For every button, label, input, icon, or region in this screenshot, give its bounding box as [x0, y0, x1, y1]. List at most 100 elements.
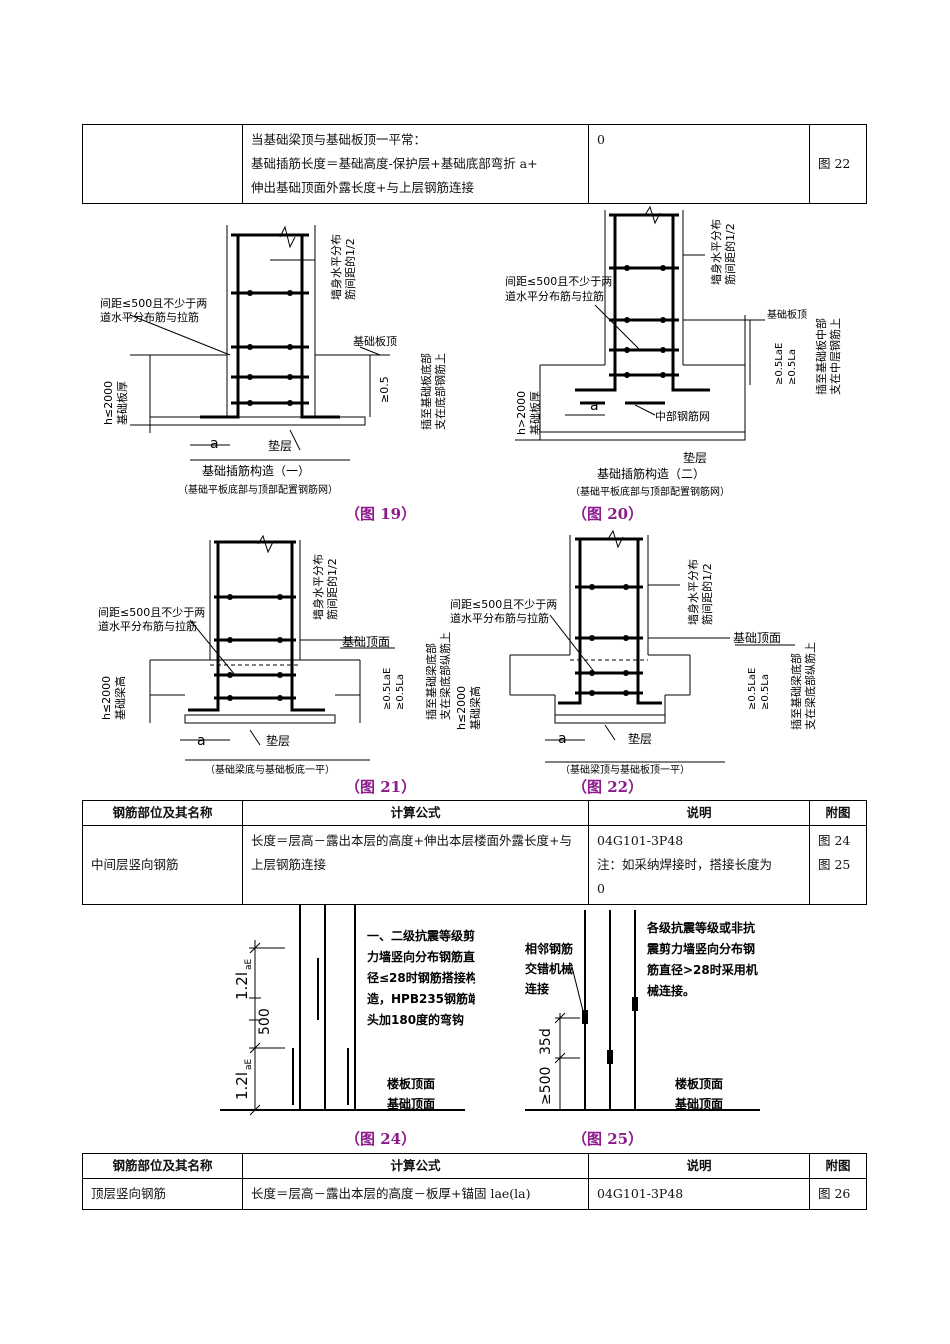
note-cell: 04G101-3P48 注：如采纳焊接时，搭接长度为 0: [588, 825, 810, 905]
table-header-row: 钢筋部位及其名称 计算公式 说明 附图: [82, 800, 867, 826]
dim-35d: 35d: [538, 1028, 554, 1055]
header-formula: 计算公式: [242, 1153, 589, 1179]
label-spacing-2: 道水平分布筋与拉筋: [100, 310, 199, 324]
label-anchor-2: 支在底部钢筋上: [433, 353, 447, 430]
rebar-name-cell: [82, 124, 243, 204]
fig19-title: 基础插筋构造（一）: [202, 463, 310, 478]
label-h-1: h≤2000: [100, 676, 113, 720]
note-line: 一、二级抗震等级剪: [367, 928, 475, 943]
label-anchor-1: 插至基础板底部: [419, 353, 433, 430]
label-pad: 垫层: [266, 733, 290, 748]
dim-top-sub: aE: [244, 958, 254, 970]
label-lae: ≥0.5LaE: [774, 343, 785, 385]
note-cell: 0: [588, 124, 810, 204]
label-wall-2: 筋间距的1/2: [700, 563, 714, 625]
label-spacing-1: 间距≤500且不少于两: [98, 606, 205, 619]
header-name: 钢筋部位及其名称: [82, 800, 243, 826]
caption-fig24: （图 24）: [345, 1130, 417, 1148]
label-anchor-2: 支在中层钢筋上: [828, 318, 842, 395]
label-anchor-1: 插至基础梁底部: [424, 643, 438, 720]
table-header-row: 钢筋部位及其名称 计算公式 说明 附图: [82, 1153, 867, 1179]
label-h-1: h≤2000: [102, 381, 115, 425]
label-wall-2: 筋间距的1/2: [343, 238, 357, 300]
header-note: 说明: [588, 800, 810, 826]
label-top: 基础板顶: [353, 334, 397, 348]
note-right-line: 械连接。: [647, 983, 695, 998]
fig20-subtitle: （基础平板底部与顶部配置钢筋网）: [570, 485, 730, 498]
formula-line: 当基础梁顶与基础板顶一平常：: [251, 132, 427, 147]
label-la: ≥0.5La: [760, 674, 771, 710]
table-row: 中间层竖向钢筋 长度＝层高－露出本层的高度+伸出本层楼面外露长度+与上层钢筋连接…: [82, 825, 867, 905]
label-la: ≥0.5La: [787, 349, 798, 385]
label-spacing-2: 道水平分布筋与拉筋: [450, 611, 549, 625]
note-line: 径≤28时钢筋搭接构: [367, 970, 475, 985]
fig20-title: 基础插筋构造（二）: [597, 466, 705, 481]
dim-mid: 500: [257, 1008, 273, 1035]
label-wall-2: 筋间距的1/2: [325, 558, 339, 620]
label-la: ≥0.5La: [395, 674, 406, 710]
label-anchor-1: 插至基础板中部: [814, 318, 828, 395]
header-name: 钢筋部位及其名称: [82, 1153, 243, 1179]
label-h-2: 基础板厚: [528, 391, 542, 435]
table-middle-vertical-rebar: 钢筋部位及其名称 计算公式 说明 附图 中间层竖向钢筋 长度＝层高－露出本层的高…: [82, 800, 867, 905]
figure-ref-cell: 图 26: [809, 1178, 867, 1210]
note-line: 力墙竖向分布钢筋直: [367, 949, 475, 964]
header-note: 说明: [588, 1153, 810, 1179]
label-anchor-2: 支在梁底部纵筋上: [803, 642, 817, 730]
label-anchor-2: 支在梁底部纵筋上: [438, 632, 452, 720]
figure-ref-cell: 图 24 图 25: [809, 825, 867, 905]
dim-bot: 1.2l: [233, 1072, 251, 1100]
rebar-name-cell: 顶层竖向钢筋: [82, 1178, 243, 1210]
figure-22-diagram: 基础顶面 间距≤500且不少于两 道水平分布筋与拉筋 a 垫层 （基础梁顶与基础…: [450, 529, 817, 775]
dim-top: 1.2l: [233, 972, 251, 1000]
label-top: 基础顶面: [342, 635, 390, 649]
label-h-1: h≤2000: [455, 686, 468, 730]
note-left-line: 连接: [525, 981, 549, 996]
label-h-1: h>2000: [515, 391, 528, 435]
fig21-subtitle: （基础梁底与基础板底一平）: [205, 763, 335, 775]
note-right-line: 震剪力墙竖向分布钢: [647, 941, 755, 956]
label-a: a: [558, 731, 567, 747]
label-a: a: [197, 733, 206, 749]
table-top-vertical-rebar: 钢筋部位及其名称 计算公式 说明 附图 顶层竖向钢筋 长度＝层高－露出本层的高度…: [82, 1153, 867, 1210]
label-wall-2: 筋间距的1/2: [723, 223, 737, 285]
note-right-line: 筋直径>28时采用机: [646, 962, 758, 977]
header-formula: 计算公式: [242, 800, 589, 826]
label-pad: 垫层: [628, 731, 652, 746]
label-spacing-1: 间距≤500且不少于两: [450, 598, 557, 611]
caption-fig21: （图 21）: [345, 778, 417, 796]
dim-bot-sub: aE: [244, 1058, 254, 1070]
note-line: 注：如采纳焊接时，搭接长度为: [597, 857, 773, 872]
label-floor: 楼板顶面: [675, 1076, 723, 1091]
figure-ref: 图 25: [818, 857, 851, 872]
caption-fig22: （图 22）: [572, 778, 644, 796]
caption-fig25: （图 25）: [572, 1130, 644, 1148]
label-a: a: [590, 398, 599, 414]
note-cell: 04G101-3P48: [588, 1178, 810, 1210]
label-h-2: 基础板厚: [115, 381, 129, 425]
figure-19-diagram: 基础板顶 间距≤500且不少于两 道水平分布筋与拉筋 a 垫层 基础插筋构造（一…: [100, 225, 447, 496]
header-figure: 附图: [809, 800, 867, 826]
caption-fig20: （图 20）: [572, 505, 644, 523]
label-pad: 垫层: [268, 438, 292, 453]
label-wall-1: 墙身水平分布: [329, 234, 343, 300]
label-floor: 楼板顶面: [387, 1076, 435, 1091]
label-05: ≥0.5: [378, 376, 391, 403]
fig19-subtitle: （基础平板底部与顶部配置钢筋网）: [178, 483, 338, 496]
figure-24-diagram: 1.2l aE 500 1.2l aE 一、二级抗震等级剪 力墙竖向分布钢筋直 …: [220, 905, 475, 1116]
figure-25-diagram: 35d ≥500 相邻钢筋 交错机械 连接 各级抗震等级或非抗 震剪力墙竖向分布…: [525, 910, 760, 1111]
formula-line: 伸出基础顶面外露长度+与上层钢筋连接: [251, 180, 474, 195]
fig22-subtitle: （基础梁顶与基础板顶一平）: [560, 763, 690, 775]
note-line: 头加180度的弯钩: [367, 1012, 464, 1027]
formula-cell: 长度＝层高－露出本层的高度－板厚+锚固 lae(la): [242, 1178, 589, 1210]
table-foundation-dowel: 当基础梁顶与基础板顶一平常： 基础插筋长度＝基础高度-保护层+基础底部弯折 a+…: [82, 124, 867, 204]
figure-21-diagram: 基础顶面 间距≤500且不少于两 道水平分布筋与拉筋 a 垫层 （基础梁底与基础…: [98, 534, 452, 775]
label-mid: 中部钢筋网: [655, 409, 710, 423]
label-top: 基础顶面: [733, 631, 781, 645]
label-pad: 垫层: [683, 450, 707, 465]
rebar-name-cell: 中间层竖向钢筋: [82, 825, 243, 905]
label-wall-1: 墙身水平分布: [686, 559, 700, 625]
note-left-line: 相邻钢筋: [525, 941, 573, 956]
note-line: 造，HPB235钢筋端: [367, 991, 475, 1006]
